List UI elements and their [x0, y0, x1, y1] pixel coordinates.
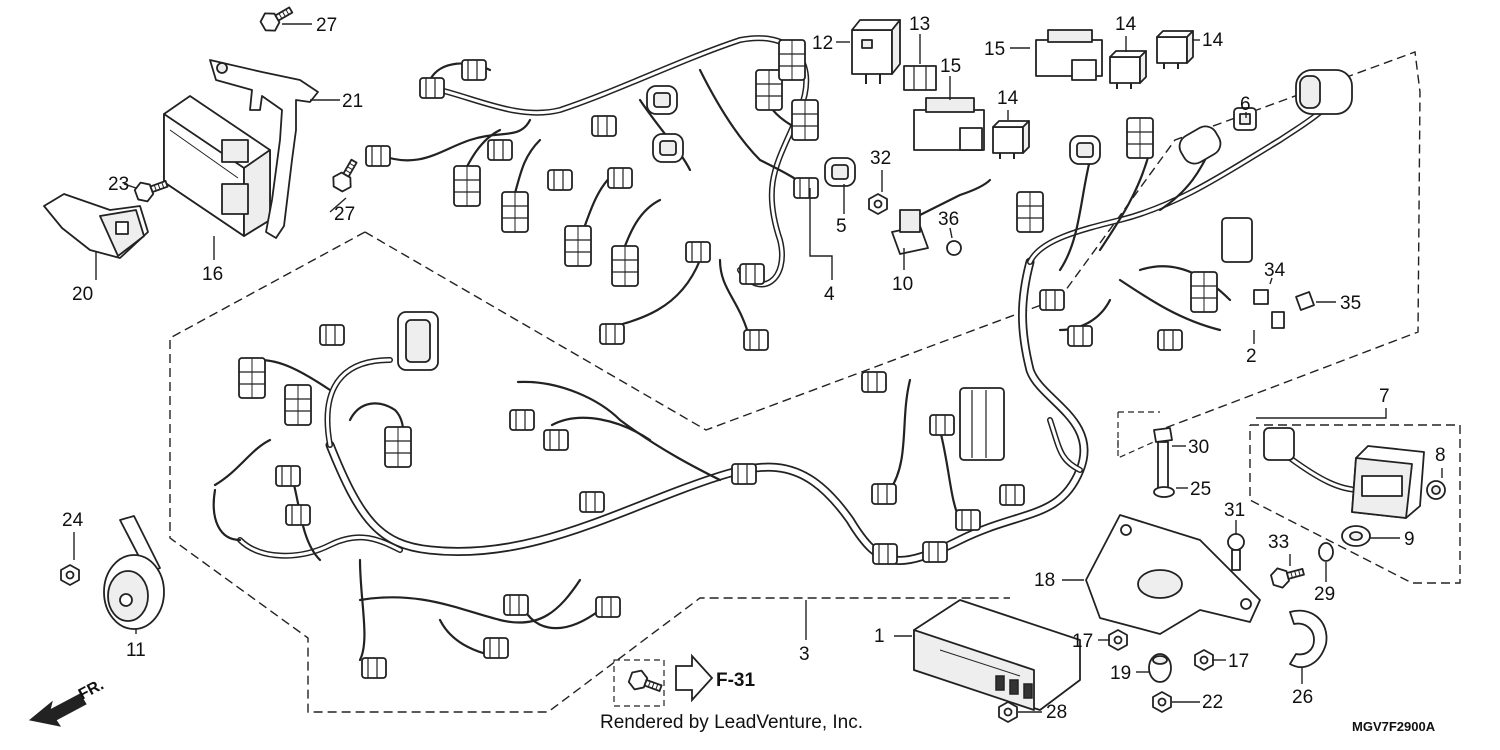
relay-14a: [1109, 50, 1147, 90]
callout-2: 2: [1246, 346, 1257, 367]
sub-harness-connectors: [365, 39, 819, 351]
callout-22: 22: [1202, 692, 1223, 713]
regulator-7: [1263, 427, 1425, 519]
bolt-30: [1153, 427, 1173, 493]
bracket-10: [891, 178, 992, 256]
callout-14a: 14: [1115, 14, 1137, 35]
fuse-box-15a: [1035, 29, 1103, 81]
callout-28: 28: [1046, 702, 1067, 723]
callout-32: 32: [870, 148, 891, 169]
connector-6: [1233, 107, 1257, 131]
ref-section-label: F-31: [716, 670, 756, 691]
callout-numbers: 1 2 3 4 5 6 7 8 9 10 11 12 13 14 14 14 1…: [62, 14, 1446, 723]
callout-5: 5: [836, 216, 847, 237]
callout-19: 19: [1110, 663, 1131, 684]
relay-14c: [992, 120, 1030, 160]
harness-outline-upper: [169, 51, 1421, 713]
callout-14c: 14: [997, 88, 1019, 109]
fuse-35: [1295, 291, 1315, 311]
callout-21: 21: [342, 91, 363, 112]
ref-bolt: [626, 666, 665, 699]
clamp-26: [1289, 609, 1328, 668]
ref-bolt-outline: [613, 659, 665, 707]
front-direction-arrow: FR.: [28, 676, 107, 727]
washer-29: [1318, 542, 1334, 562]
connector-5: [793, 157, 856, 199]
callout-9: 9: [1404, 529, 1415, 550]
fuse-box-15b: [913, 97, 985, 151]
rectifier-1: [913, 599, 1081, 711]
stay-21: [209, 59, 319, 239]
collar-9: [1341, 525, 1371, 547]
main-harness-connectors: [238, 69, 1353, 679]
callout-29: 29: [1314, 584, 1335, 605]
callout-27b: 27: [334, 204, 355, 225]
bolt-27b: [328, 155, 364, 195]
ecu-16: [163, 95, 271, 237]
diagram-code: MGV7F2900A: [1352, 719, 1436, 734]
bolt-33: [1268, 561, 1307, 591]
callout-10: 10: [892, 274, 913, 295]
washer-25: [1153, 486, 1175, 498]
nut-28: [998, 701, 1018, 723]
relay-12: [851, 19, 901, 84]
leader-lines: [73, 23, 1443, 713]
callout-26: 26: [1292, 687, 1313, 708]
callout-20: 20: [72, 284, 93, 305]
bolt-24: [60, 564, 80, 586]
callout-36: 36: [938, 209, 959, 230]
nut-17a: [1108, 629, 1128, 651]
callout-15a: 15: [984, 39, 1005, 60]
nut-22: [1152, 691, 1172, 713]
callout-4: 4: [824, 284, 835, 305]
bolt-27a: [257, 0, 297, 36]
callout-24: 24: [62, 510, 84, 531]
callout-1: 1: [874, 626, 885, 647]
relay-14b: [1156, 30, 1194, 70]
callout-14b: 14: [1202, 30, 1224, 51]
ref-arrow: F-31: [675, 653, 756, 703]
callout-25: 25: [1190, 479, 1211, 500]
callout-13: 13: [909, 14, 930, 35]
callout-11: 11: [126, 640, 146, 661]
callout-17a: 17: [1072, 631, 1093, 652]
bolt-32: [868, 193, 888, 215]
callout-27a: 27: [316, 15, 337, 36]
plate-18: [1085, 514, 1261, 635]
callout-7: 7: [1379, 386, 1390, 407]
bolt-31: [1227, 533, 1245, 571]
callout-18: 18: [1034, 570, 1055, 591]
fuse-34: [1253, 289, 1285, 329]
callout-15b: 15: [940, 56, 961, 77]
callout-33: 33: [1268, 532, 1289, 553]
horn-11: [103, 515, 165, 630]
sub-harness-outline: [1117, 439, 1159, 459]
rubber-19: [1148, 653, 1172, 683]
callout-35: 35: [1340, 293, 1361, 314]
callout-17b: 17: [1228, 651, 1249, 672]
callout-8: 8: [1435, 445, 1446, 466]
fuse-13: [903, 65, 937, 91]
callout-12: 12: [812, 33, 833, 54]
callout-34: 34: [1264, 260, 1286, 281]
credit-text: Rendered by LeadVenture, Inc.: [600, 712, 864, 733]
callout-16: 16: [202, 264, 223, 285]
nut-17b: [1194, 649, 1214, 671]
callout-3: 3: [799, 644, 810, 665]
grommet-8: [1426, 480, 1446, 500]
bracket-20: [43, 193, 149, 259]
callout-6: 6: [1240, 94, 1251, 115]
callout-30: 30: [1188, 437, 1209, 458]
regulator-outline: [1249, 424, 1461, 584]
callout-23: 23: [108, 174, 129, 195]
callout-31: 31: [1224, 500, 1245, 521]
